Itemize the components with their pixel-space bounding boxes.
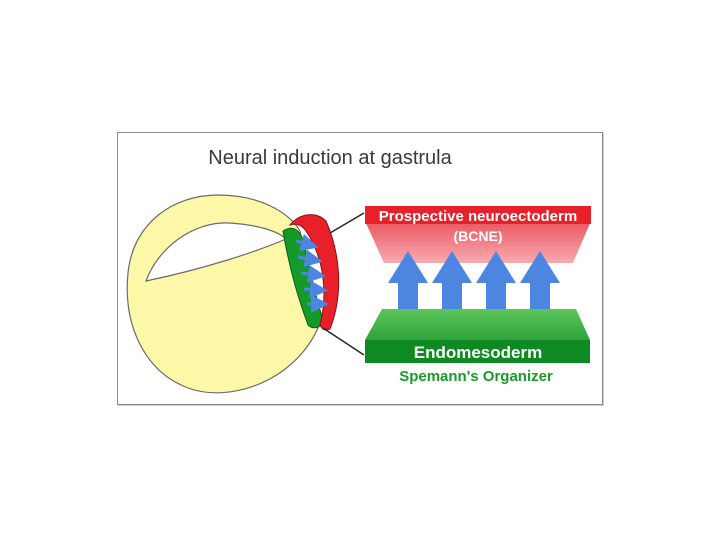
leader-line-top [329,212,365,234]
neuroectoderm-label: Prospective neuroectoderm [379,208,577,225]
diagram-figure: Neural induction at gastrula Prospective… [117,132,603,405]
signal-arrow [300,264,326,283]
induction-arrow [388,251,428,321]
organizer-label: Spemann's Organizer [399,368,553,385]
leader-line-bottom [322,327,365,356]
signal-arrow [297,249,323,268]
signal-arrow [303,280,328,299]
bcne-label: (BCNE) [454,228,503,244]
induction-arrow [476,251,516,321]
blastocoel-cavity [145,222,288,282]
induction-arrows [388,251,560,321]
induction-arrow [520,251,560,321]
induction-arrow [432,251,472,321]
signal-arrow [295,233,319,252]
endomesoderm-label: Endomesoderm [414,343,542,362]
neuroectoderm-band-top [365,206,591,224]
diagram-title: Neural induction at gastrula [208,147,452,169]
endomesoderm-band-base [365,340,590,363]
diagram-canvas: Neural induction at gastrula Prospective… [126,147,591,394]
signal-arrows-embryo [295,233,329,313]
